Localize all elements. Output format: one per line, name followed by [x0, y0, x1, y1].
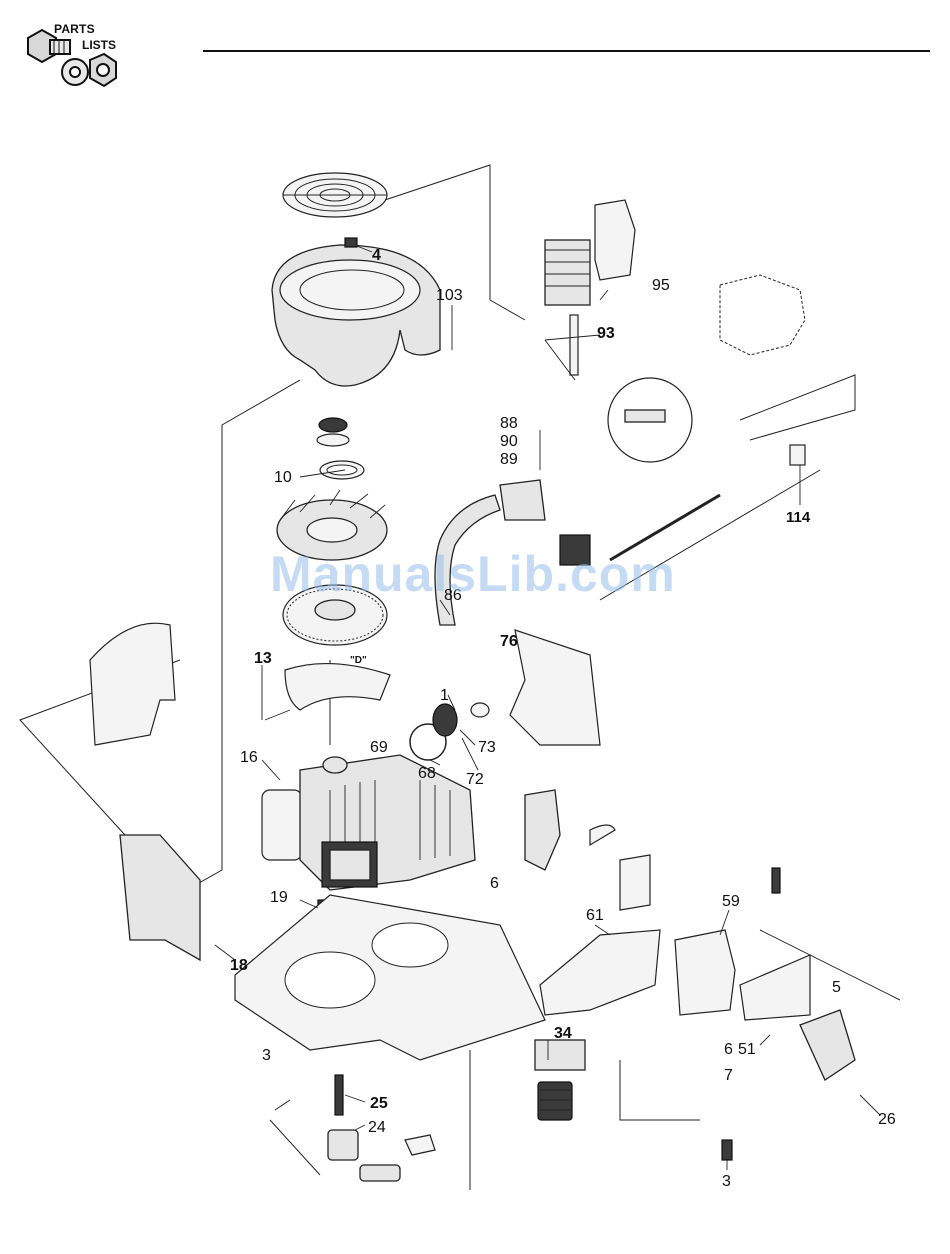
callout-7: 7	[724, 1067, 733, 1084]
air-filter-element	[720, 275, 805, 355]
callout-4: 4	[372, 247, 381, 264]
callout-10: 10	[274, 469, 292, 486]
inset-detail-circle	[608, 378, 692, 462]
throttle-rod	[610, 445, 805, 560]
callout-88: 88	[500, 415, 518, 432]
air-filter-cover	[545, 200, 635, 375]
callout-1: 1	[440, 687, 449, 704]
callout-68: 68	[418, 765, 436, 782]
callout-95: 95	[652, 277, 670, 294]
callout-13: 13	[254, 650, 272, 667]
callout-76: 76	[500, 633, 518, 650]
callout-3-left: 3	[262, 1047, 271, 1064]
engine-block	[262, 755, 475, 890]
callout-6: 6	[490, 875, 499, 892]
right-panels	[540, 855, 855, 1160]
callout-103: 103	[436, 287, 463, 304]
callout-90: 90	[500, 433, 518, 450]
callout-18: 18	[230, 957, 248, 974]
oil-filter	[535, 1040, 585, 1120]
blower-housing	[272, 245, 440, 386]
callout-73: 73	[478, 739, 496, 756]
callout-34: 34	[554, 1025, 572, 1042]
callout-6-right: 6	[724, 1041, 733, 1058]
callout-51: 51	[738, 1041, 756, 1058]
left-shroud	[90, 623, 200, 960]
callout-59: 59	[722, 893, 740, 910]
clip-part	[345, 238, 357, 247]
callout-69: 69	[370, 739, 388, 756]
callout-114: 114	[786, 509, 811, 526]
callout-16: 16	[240, 749, 258, 766]
callout-26: 26	[878, 1111, 896, 1128]
base-frame	[235, 895, 545, 1060]
callout-5: 5	[832, 979, 841, 996]
callout-25: 25	[370, 1095, 388, 1112]
callout-24: 24	[368, 1119, 386, 1136]
flywheel-nut-washers	[317, 418, 364, 479]
callout-d: "D"	[350, 655, 367, 666]
center-shroud	[510, 630, 600, 745]
fan-guard	[283, 173, 387, 217]
callout-72: 72	[466, 771, 484, 788]
starter-bracket	[525, 790, 615, 870]
backing-plate	[285, 664, 390, 710]
callout-93: 93	[597, 325, 615, 342]
oil-drain	[270, 1075, 435, 1181]
watermark: ManualsLib.com	[270, 545, 676, 603]
callout-19: 19	[270, 889, 288, 906]
callout-3-bottom: 3	[722, 1173, 731, 1190]
callout-89: 89	[500, 451, 518, 468]
callout-61: 61	[586, 907, 604, 924]
